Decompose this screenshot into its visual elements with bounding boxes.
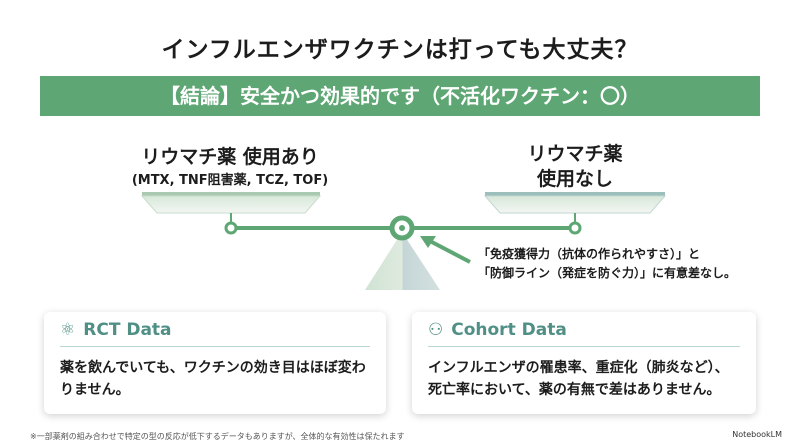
card-title: RCT Data — [83, 320, 172, 340]
balance-scale — [140, 192, 667, 290]
page-title: インフルエンザワクチンは打っても大丈夫？ — [161, 37, 639, 63]
molecule-network-icon: ⚛ — [60, 320, 76, 340]
rct-card: ⚛ RCT Data 薬を飲んでいても、ワクチンの効き目はほぼ変わりません。 — [44, 312, 386, 414]
annotation-line1: 「免疫獲得力（抗体の作られやすさ）」と — [478, 247, 701, 261]
right-subtitle: 使用なし — [536, 168, 613, 190]
cohort-card: ⚇ Cohort Data インフルエンザの罹患率、重症化（肺炎など）、死亡率にお… — [412, 312, 756, 414]
left-pan — [140, 192, 322, 228]
left-subtitle: (MTX, TNF阻害薬, TCZ, TOF) — [131, 173, 329, 188]
annotation-line2: 「防御ライン（発症を防ぐ力）」に有意差なし。 — [478, 266, 737, 280]
left-label: リウマチ薬 使用あり (MTX, TNF阻害薬, TCZ, TOF) — [110, 142, 350, 188]
brand-logo: NotebookLM — [732, 430, 782, 439]
footnote: ※一部薬剤の組み合わせで特定の型の反応が低下するデータもありますが、全体的な有効… — [30, 432, 405, 441]
right-label: リウマチ薬 使用なし — [475, 142, 675, 192]
left-title: リウマチ薬 使用あり — [141, 146, 319, 168]
arrow-icon — [420, 236, 471, 264]
right-title: リウマチ薬 — [527, 143, 623, 165]
card-body: 薬を飲んでいても、ワクチンの効き目はほぼ変わりません。 — [60, 360, 366, 398]
card-body: インフルエンザの罹患率、重症化（肺炎など）、死亡率において、薬の有無で差はありま… — [428, 360, 729, 398]
annotation: 「免疫獲得力（抗体の作られやすさ）」と 「防御ライン（発症を防ぐ力）」に有意差な… — [478, 245, 736, 283]
people-chart-icon: ⚇ — [428, 320, 444, 340]
fulcrum — [365, 232, 440, 290]
conclusion-banner: 【結論】安全かつ効果的です（不活化ワクチン：〇） — [40, 76, 760, 116]
right-pan — [483, 192, 667, 228]
card-title: Cohort Data — [451, 320, 567, 340]
